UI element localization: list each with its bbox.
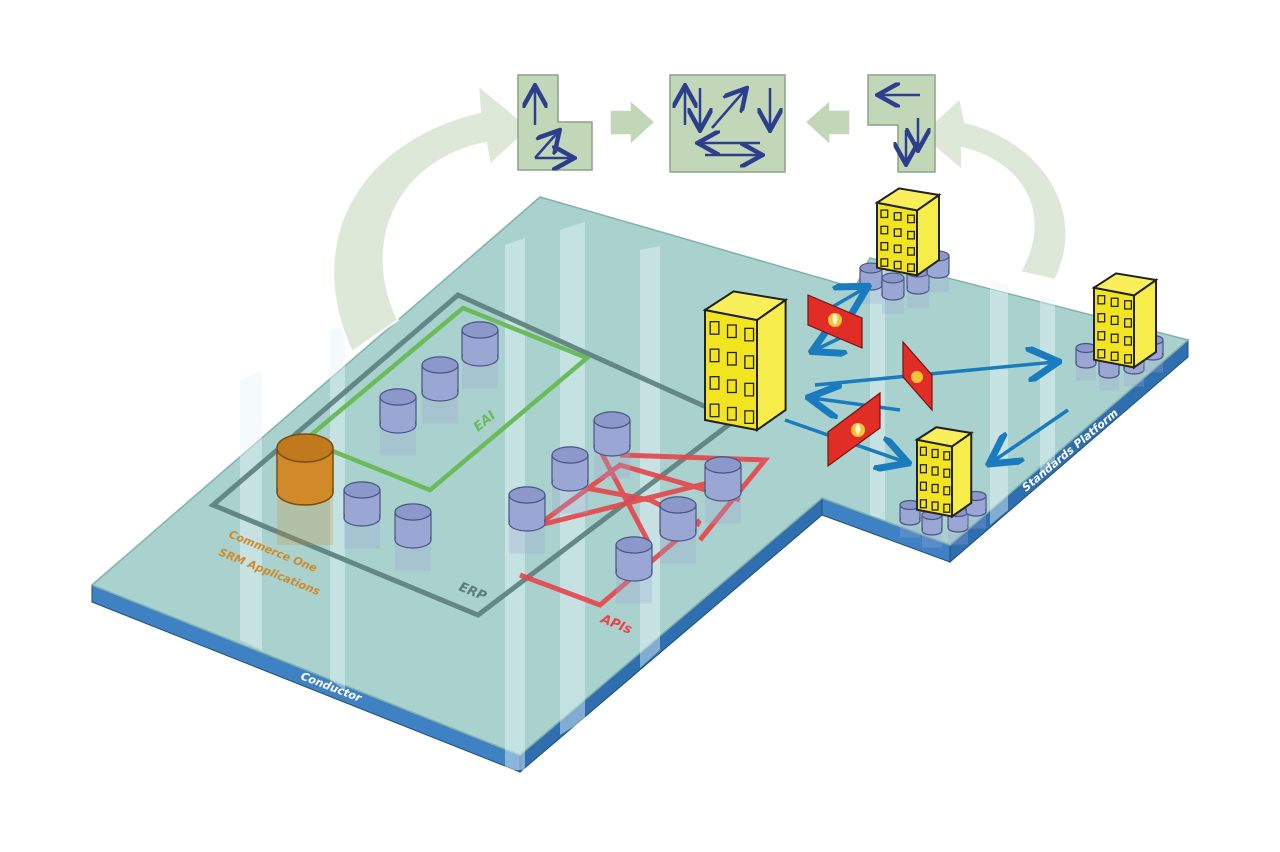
connection-arrows bbox=[784, 288, 1069, 462]
database-cylinder-icon bbox=[881, 272, 905, 314]
building-icon bbox=[874, 187, 942, 278]
database-cylinder-icon bbox=[379, 388, 417, 456]
firewall-icon-2 bbox=[902, 340, 933, 412]
building-icon bbox=[1091, 272, 1159, 370]
database-cylinder-icon bbox=[921, 509, 943, 548]
database-cylinder-icon bbox=[704, 456, 742, 524]
curved-arrow-right bbox=[918, 96, 1068, 282]
database-cylinder-icon bbox=[421, 356, 459, 424]
commerce-one-cylinder-icon bbox=[276, 433, 334, 545]
database-cylinder-icon bbox=[659, 496, 697, 564]
flow-arrow-right bbox=[803, 98, 851, 147]
database-cylinder-icon bbox=[859, 262, 883, 304]
platform-top bbox=[90, 196, 1190, 756]
database-cylinder-icon bbox=[615, 536, 653, 604]
curved-arrow-left bbox=[332, 82, 532, 354]
database-cylinder-icon bbox=[461, 321, 499, 389]
database-cylinder-icon bbox=[593, 411, 631, 479]
building-icon bbox=[702, 290, 789, 432]
database-cylinder-icon bbox=[394, 503, 432, 571]
database-cylinder-icon bbox=[1098, 352, 1120, 391]
database-cylinder-icon bbox=[343, 481, 381, 549]
building-icon bbox=[914, 426, 974, 519]
database-cylinders bbox=[343, 250, 1164, 604]
firewall-icon-1 bbox=[807, 294, 863, 349]
buildings bbox=[702, 187, 1159, 519]
firewall-icon-3 bbox=[827, 391, 881, 468]
database-cylinder-icon bbox=[551, 446, 589, 514]
apis-connections bbox=[519, 448, 771, 608]
process-box-icon-right bbox=[867, 74, 936, 173]
database-cylinder-icon bbox=[899, 499, 921, 538]
database-cylinder-icon bbox=[508, 486, 546, 554]
eai-boundary bbox=[300, 305, 592, 493]
process-box-icon-left bbox=[517, 74, 593, 171]
process-box-icon-center bbox=[669, 74, 786, 173]
database-cylinder-icon bbox=[1075, 342, 1097, 381]
flow-arrow-left bbox=[609, 98, 657, 147]
